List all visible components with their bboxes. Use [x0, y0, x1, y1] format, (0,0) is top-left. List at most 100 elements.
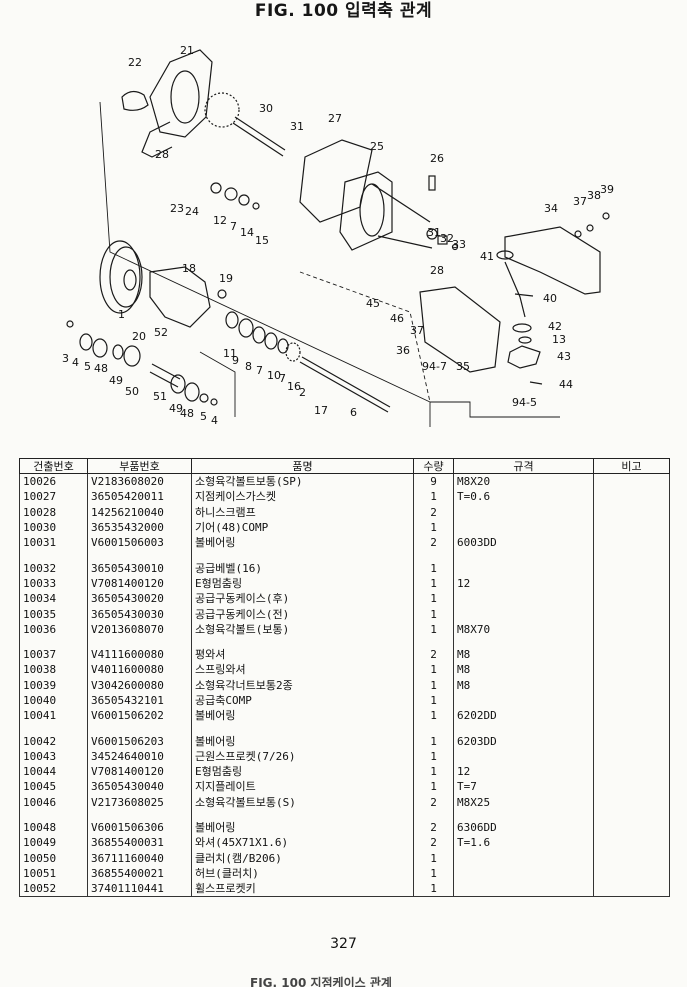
cell-spec: M8	[453, 677, 594, 693]
callout-label: 23	[170, 202, 184, 215]
cell-spec	[453, 504, 594, 520]
callout-label: 1	[118, 308, 125, 321]
cell-remarks	[593, 850, 670, 866]
page-number: 327	[330, 936, 357, 952]
cell-part-number: V4111600080	[87, 646, 192, 663]
cell-quantity: 2	[413, 535, 454, 551]
cell-spec: T=0.6	[453, 489, 594, 505]
cell-spec	[453, 809, 594, 820]
col-header-part-name: 품명	[191, 458, 414, 474]
callout-label: 18	[182, 262, 196, 275]
cell-spec	[453, 591, 594, 607]
cell-quantity: 2	[413, 835, 454, 851]
cell-part-name: 공급축COMP	[191, 692, 414, 709]
cell-spec	[453, 519, 594, 536]
cell-quantity	[413, 723, 454, 734]
callout-label: 34	[544, 202, 558, 215]
callout-label: 39	[600, 183, 614, 196]
cell-quantity: 1	[413, 606, 454, 622]
cell-part-number: 36855400021	[87, 865, 192, 882]
cell-spec: 12	[453, 764, 594, 780]
cell-ref: 10028	[19, 504, 88, 520]
cell-ref: 10052	[19, 881, 88, 898]
callout-label: 28	[430, 264, 444, 277]
cell-spec	[453, 636, 594, 647]
cell-spec	[453, 560, 594, 576]
cell-part-name: 와셔(45X71X1.6)	[191, 835, 414, 851]
callout-label: 3	[62, 352, 69, 365]
cell-remarks	[593, 662, 670, 678]
cell-part-name	[191, 723, 414, 734]
cell-quantity: 1	[413, 662, 454, 678]
callout-label: 48	[94, 362, 108, 375]
callout-label: 50	[125, 385, 139, 398]
cell-part-number: 36505430030	[87, 606, 192, 622]
callout-label: 51	[153, 390, 167, 403]
cell-part-number: V6001506306	[87, 819, 192, 836]
cell-quantity: 1	[413, 881, 454, 898]
cell-spec	[453, 748, 594, 765]
callout-label: 19	[219, 272, 233, 285]
cell-spec: 6202DD	[453, 708, 594, 724]
cell-part-name: E형멈춤링	[191, 764, 414, 780]
cell-spec	[453, 606, 594, 622]
cell-part-name: 볼베어링	[191, 708, 414, 724]
cell-part-name	[191, 550, 414, 561]
cell-spec: 12	[453, 575, 594, 592]
cell-ref: 10040	[19, 692, 88, 709]
cell-remarks	[593, 733, 670, 749]
cell-ref: 10027	[19, 489, 88, 505]
callout-label: 48	[180, 407, 194, 420]
cell-part-number	[87, 550, 192, 561]
cell-quantity: 1	[413, 560, 454, 576]
cell-quantity: 1	[413, 692, 454, 709]
callout-label: 4	[72, 356, 79, 369]
cell-spec: 6003DD	[453, 535, 594, 551]
cell-spec: M8X25	[453, 794, 594, 810]
cell-quantity: 1	[413, 865, 454, 882]
cell-part-number: V6001506203	[87, 733, 192, 749]
cell-quantity: 1	[413, 575, 454, 592]
callout-label: 46	[390, 312, 404, 325]
callout-label: 7	[279, 372, 286, 385]
cell-quantity: 1	[413, 677, 454, 693]
cell-quantity: 2	[413, 646, 454, 663]
cell-spec: M8X20	[453, 473, 594, 490]
cell-remarks	[593, 835, 670, 851]
callout-label: 11	[223, 347, 237, 360]
cell-quantity: 1	[413, 591, 454, 607]
cell-part-name: 클러치(캠/B206)	[191, 850, 414, 866]
cell-ref: 10050	[19, 850, 88, 866]
callout-label: 52	[154, 326, 168, 339]
cell-spec: M8X70	[453, 621, 594, 637]
cell-quantity: 1	[413, 519, 454, 536]
cell-part-number: 36855400031	[87, 835, 192, 851]
cell-part-name: 근원스프로켓(7/26)	[191, 748, 414, 765]
cell-remarks	[593, 708, 670, 724]
cell-spec: 6306DD	[453, 819, 594, 836]
cell-part-name: 공급구동케이스(후)	[191, 591, 414, 607]
cell-part-number: V2183608020	[87, 473, 192, 490]
cell-remarks	[593, 677, 670, 693]
callout-label: 44	[559, 378, 573, 391]
cell-part-number: 14256210040	[87, 504, 192, 520]
callout-label: 21	[180, 44, 194, 57]
callout-label: 45	[366, 297, 380, 310]
cell-quantity: 1	[413, 708, 454, 724]
cell-remarks	[593, 865, 670, 882]
cell-part-name: 기어(48)COMP	[191, 519, 414, 536]
diagram-linework	[66, 49, 610, 427]
cell-quantity: 1	[413, 779, 454, 795]
callout-label: 22	[128, 56, 142, 69]
cell-remarks	[593, 535, 670, 551]
